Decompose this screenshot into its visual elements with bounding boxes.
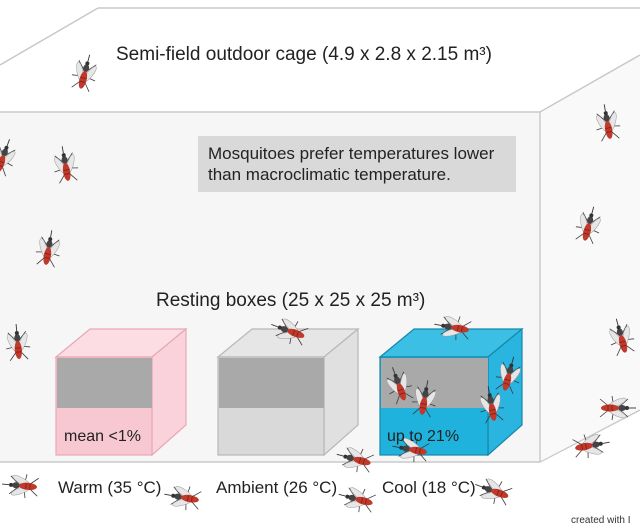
mosquito-icon bbox=[591, 101, 623, 143]
mosquito-icon bbox=[599, 395, 637, 421]
cool-box-stat: up to 21% bbox=[387, 428, 460, 445]
mosquito-icon bbox=[335, 482, 378, 516]
mosquito-icon bbox=[33, 227, 65, 269]
warm-box-stat: mean <1% bbox=[64, 428, 141, 445]
mosquito-icon bbox=[49, 143, 81, 185]
mosquito-icon bbox=[431, 311, 473, 343]
cool-box-label: Cool (18 °C) bbox=[382, 478, 476, 497]
mosquito-icon bbox=[475, 383, 507, 425]
credit-text: created with I bbox=[571, 515, 631, 526]
mosquito-icon bbox=[3, 322, 32, 362]
cool-box bbox=[378, 327, 524, 457]
ambient-box-label: Ambient (26 °C) bbox=[216, 478, 338, 497]
note-text: Mosquitoes prefer temperatures lower tha… bbox=[208, 144, 495, 184]
mosquito-icon bbox=[492, 353, 526, 396]
note-box: Mosquitoes prefer temperatures lower tha… bbox=[198, 136, 516, 192]
resting-boxes-title: Resting boxes (25 x 25 x 25 m³) bbox=[156, 290, 426, 311]
mosquito-icon bbox=[333, 442, 376, 476]
mosquito-icon bbox=[0, 471, 40, 500]
warm-box bbox=[54, 327, 188, 457]
cage-title: Semi-field outdoor cage (4.9 x 2.8 x 2.1… bbox=[116, 44, 492, 65]
ambient-box bbox=[216, 327, 360, 457]
mosquito-icon bbox=[409, 377, 441, 419]
mosquito-icon bbox=[266, 312, 310, 349]
mosquito-icon bbox=[161, 481, 203, 513]
mosquito-icon bbox=[572, 203, 606, 246]
warm-box-label: Warm (35 °C) bbox=[58, 478, 162, 497]
mosquito-icon bbox=[604, 315, 638, 358]
mosquito-icon bbox=[470, 472, 514, 509]
mosquito-icon bbox=[571, 429, 613, 461]
mosquito-icon bbox=[380, 362, 417, 406]
mosquito-icon bbox=[68, 51, 102, 94]
mosquito-icon bbox=[0, 134, 22, 178]
